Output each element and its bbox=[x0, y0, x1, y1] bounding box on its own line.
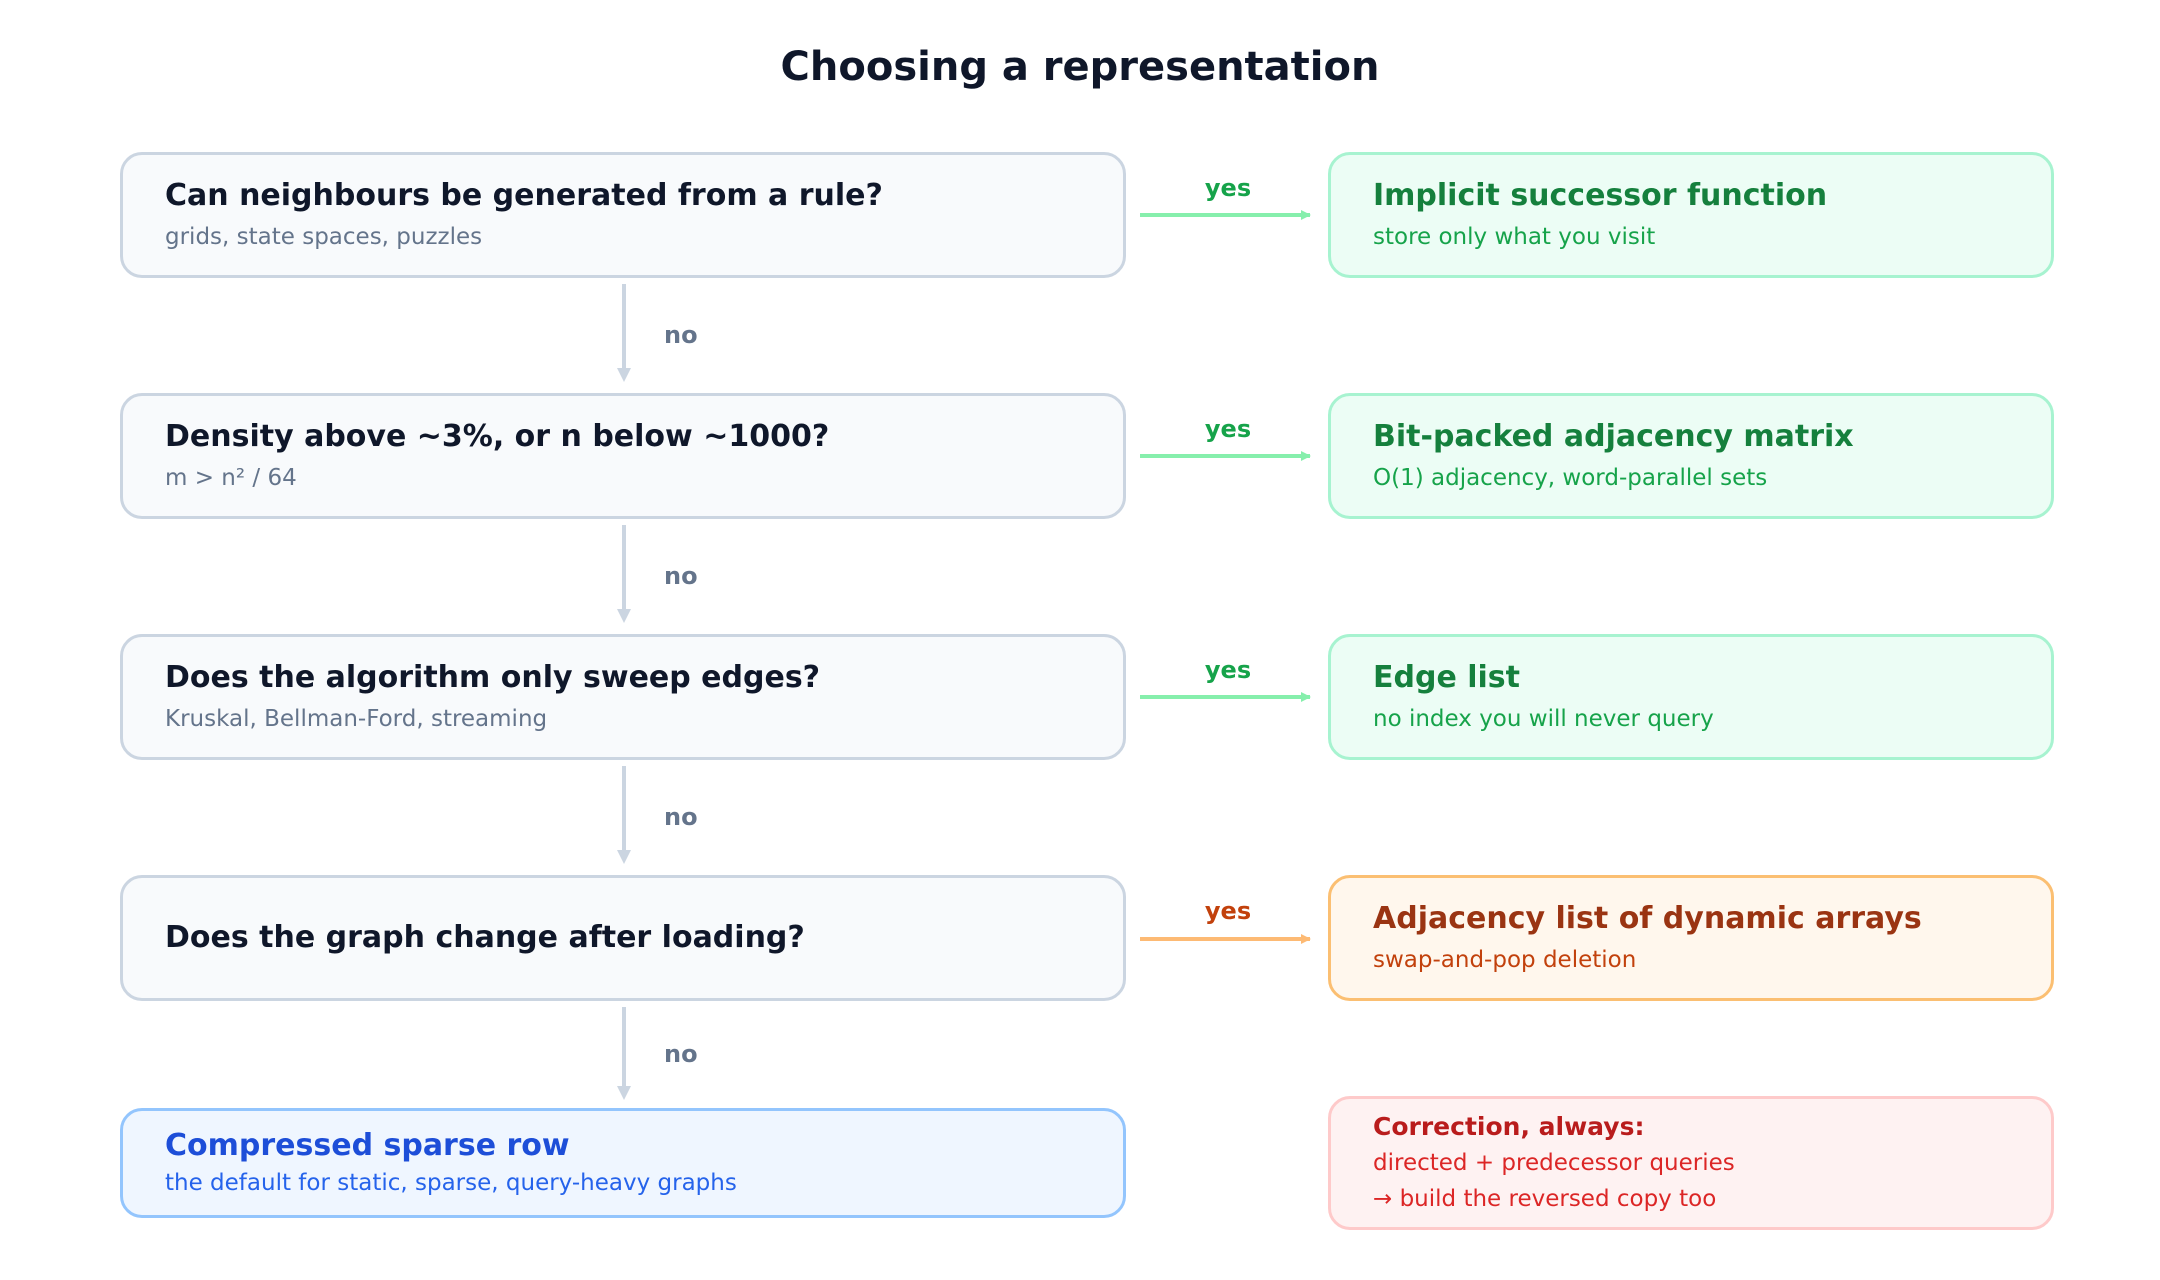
question-sub: grids, state spaces, puzzles bbox=[165, 224, 483, 250]
default-result-heading: Compressed sparse row bbox=[165, 1128, 570, 1163]
yes-label: yes bbox=[1204, 415, 1252, 443]
no-label: no bbox=[664, 803, 698, 831]
correction-heading: Correction, always: bbox=[1373, 1112, 1645, 1141]
question-box-change: Does the graph change after loading? bbox=[120, 875, 1126, 1001]
no-label: no bbox=[664, 562, 698, 590]
correction-line-2: → build the reversed copy too bbox=[1373, 1186, 1717, 1212]
default-result-box: Compressed sparse row the default for st… bbox=[120, 1108, 1126, 1218]
result-heading: Adjacency list of dynamic arrays bbox=[1373, 901, 1922, 936]
no-label: no bbox=[664, 1040, 698, 1068]
correction-line-1: directed + predecessor queries bbox=[1373, 1150, 1735, 1176]
question-heading: Does the algorithm only sweep edges? bbox=[165, 660, 821, 695]
result-heading: Bit-packed adjacency matrix bbox=[1373, 419, 1854, 454]
question-heading: Does the graph change after loading? bbox=[165, 920, 805, 955]
yes-label: yes bbox=[1204, 656, 1252, 684]
question-box-sweep: Does the algorithm only sweep edges? Kru… bbox=[120, 634, 1126, 760]
question-box-density: Density above ~3%, or n below ~1000? m >… bbox=[120, 393, 1126, 519]
question-sub: Kruskal, Bellman-Ford, streaming bbox=[165, 706, 548, 732]
yes-label: yes bbox=[1204, 174, 1252, 202]
result-heading: Implicit successor function bbox=[1373, 178, 1828, 213]
default-result-sub: the default for static, sparse, query-he… bbox=[165, 1170, 737, 1196]
result-box-implicit: Implicit successor function store only w… bbox=[1328, 152, 2054, 278]
question-heading: Can neighbours be generated from a rule? bbox=[165, 178, 883, 213]
correction-box: Correction, always: directed + predecess… bbox=[1328, 1096, 2054, 1230]
result-heading: Edge list bbox=[1373, 660, 1520, 695]
diagram-title: Choosing a representation bbox=[780, 44, 1380, 90]
result-sub: store only what you visit bbox=[1373, 224, 1656, 250]
result-box-matrix: Bit-packed adjacency matrix O(1) adjacen… bbox=[1328, 393, 2054, 519]
result-box-dynamic-arrays: Adjacency list of dynamic arrays swap-an… bbox=[1328, 875, 2054, 1001]
result-sub: no index you will never query bbox=[1373, 706, 1714, 732]
question-box-rule: Can neighbours be generated from a rule?… bbox=[120, 152, 1126, 278]
result-box-edge-list: Edge list no index you will never query bbox=[1328, 634, 2054, 760]
no-label: no bbox=[664, 321, 698, 349]
question-sub: m > n² / 64 bbox=[165, 465, 297, 491]
result-sub: O(1) adjacency, word-parallel sets bbox=[1373, 465, 1768, 491]
yes-label: yes bbox=[1204, 897, 1252, 925]
result-sub: swap-and-pop deletion bbox=[1373, 947, 1637, 973]
question-heading: Density above ~3%, or n below ~1000? bbox=[165, 419, 830, 454]
